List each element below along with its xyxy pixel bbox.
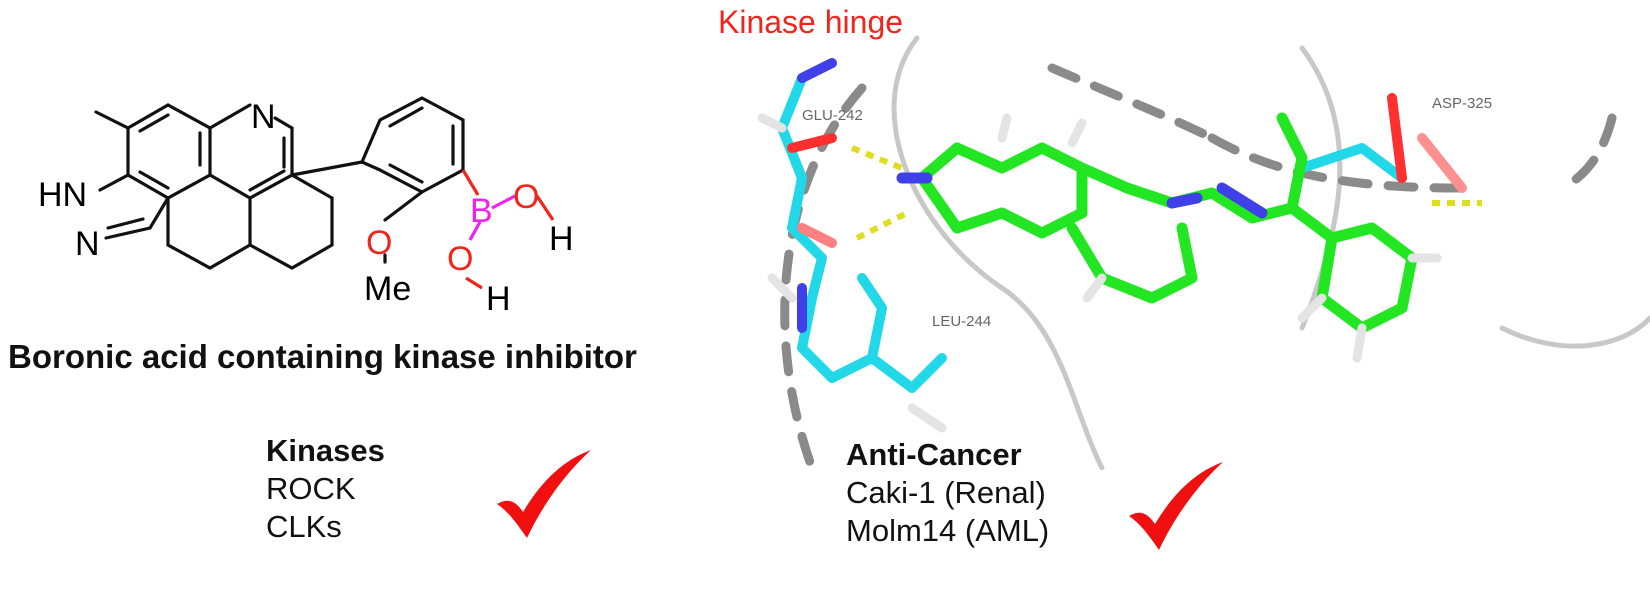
bond-path — [166, 196, 252, 270]
bond-double — [388, 106, 424, 128]
ligand-cyclohexyl — [1066, 222, 1198, 304]
protein-oxygen — [787, 133, 837, 153]
protein-oxygen — [1387, 93, 1407, 183]
molecule-title: Boronic acid containing kinase inhibitor — [8, 338, 637, 375]
residue-glu-label: GLU-242 — [802, 107, 863, 124]
protein-oxygen — [1417, 133, 1467, 193]
anticancer-item: Caki-1 (Renal) — [846, 475, 1046, 510]
hydrogen-stick — [1082, 273, 1107, 303]
bond-double — [138, 170, 170, 190]
protein-nitrogen — [797, 58, 837, 83]
hydrogen-stick — [1297, 293, 1327, 323]
bond-double — [248, 169, 286, 192]
ligand-phenyl — [1286, 202, 1418, 334]
checkmark-icon — [497, 450, 591, 538]
bond-o2-h — [465, 276, 483, 290]
hydrogen-stick — [767, 273, 797, 303]
ligand-nitrogen — [1166, 192, 1203, 209]
atom-oxygen-methoxy: O — [366, 224, 392, 262]
bond-path — [290, 160, 364, 177]
ligand-indazole — [916, 142, 1088, 239]
atom-hn: HN — [38, 176, 87, 214]
bond-double — [106, 217, 145, 230]
docking-image: GLU-242 LEU-244 ASP-325 — [742, 28, 1650, 470]
hydrogen-stick — [757, 113, 787, 133]
kinases-block: Kinases ROCK CLKs — [266, 432, 385, 546]
backbone-loop — [891, 35, 1105, 470]
backbone-loop — [1499, 315, 1650, 349]
bond-path — [383, 190, 424, 222]
chemical-structure: N HN N B O H O H O Me — [38, 96, 574, 318]
bond-path — [98, 173, 130, 192]
hydrogen-stick — [997, 113, 1012, 143]
atom-n-pyrazole: N — [75, 225, 100, 263]
bond-path — [148, 196, 170, 230]
protein-leu — [797, 293, 947, 393]
bond-path — [208, 103, 252, 130]
anticancer-item: Molm14 (AML) — [846, 513, 1050, 548]
bond-path — [248, 173, 334, 270]
dashed-ribbon — [1207, 133, 1467, 193]
ligand-methoxy — [1276, 112, 1308, 214]
atom-hydrogen-1: H — [549, 220, 574, 258]
residue-asp-label: ASP-325 — [1432, 95, 1492, 112]
bond-path — [126, 103, 212, 200]
hbond — [850, 145, 904, 171]
bond-o1-h — [535, 195, 555, 221]
atom-oxygen-1: O — [513, 178, 539, 216]
atom-n-ring: N — [251, 98, 276, 136]
kinase-item: CLKs — [266, 509, 342, 544]
anticancer-heading: Anti-Cancer — [846, 437, 1022, 472]
atom-hydrogen-2: H — [486, 280, 511, 318]
protein-leu-branch — [857, 273, 887, 363]
hbond — [855, 210, 909, 241]
kinases-heading: Kinases — [266, 433, 385, 468]
dashed-ribbon — [1047, 63, 1217, 143]
protein-asp — [1297, 143, 1407, 183]
residue-leu-label: LEU-244 — [932, 313, 991, 330]
bond-double — [138, 113, 170, 133]
atom-methyl: Me — [364, 270, 411, 308]
bond-path — [104, 226, 152, 240]
bond-path — [94, 110, 130, 130]
atom-boron: B — [470, 192, 493, 230]
bond-to-boron — [461, 169, 480, 196]
dashed-ribbon — [780, 83, 867, 470]
bond-b-o1 — [491, 194, 516, 210]
bond-double — [388, 163, 424, 184]
atom-oxygen-2: O — [447, 240, 473, 278]
ligand-nitrogen — [1216, 182, 1268, 219]
bond-path — [360, 96, 465, 194]
dashed-ribbon — [1557, 113, 1617, 193]
hydrogen-stick — [907, 403, 947, 433]
hydrogen-stick — [1352, 323, 1367, 363]
hydrogen-stick — [1067, 118, 1087, 148]
protein-oxygen — [797, 223, 837, 248]
bond-b-o2 — [468, 221, 482, 241]
kinase-hinge-label: Kinase hinge — [718, 4, 904, 40]
kinase-item: ROCK — [266, 471, 356, 506]
anticancer-block: Anti-Cancer Caki-1 (Renal) Molm14 (AML) — [846, 436, 1049, 550]
protein-glu — [777, 73, 827, 303]
checkmark-icon — [1129, 462, 1223, 550]
